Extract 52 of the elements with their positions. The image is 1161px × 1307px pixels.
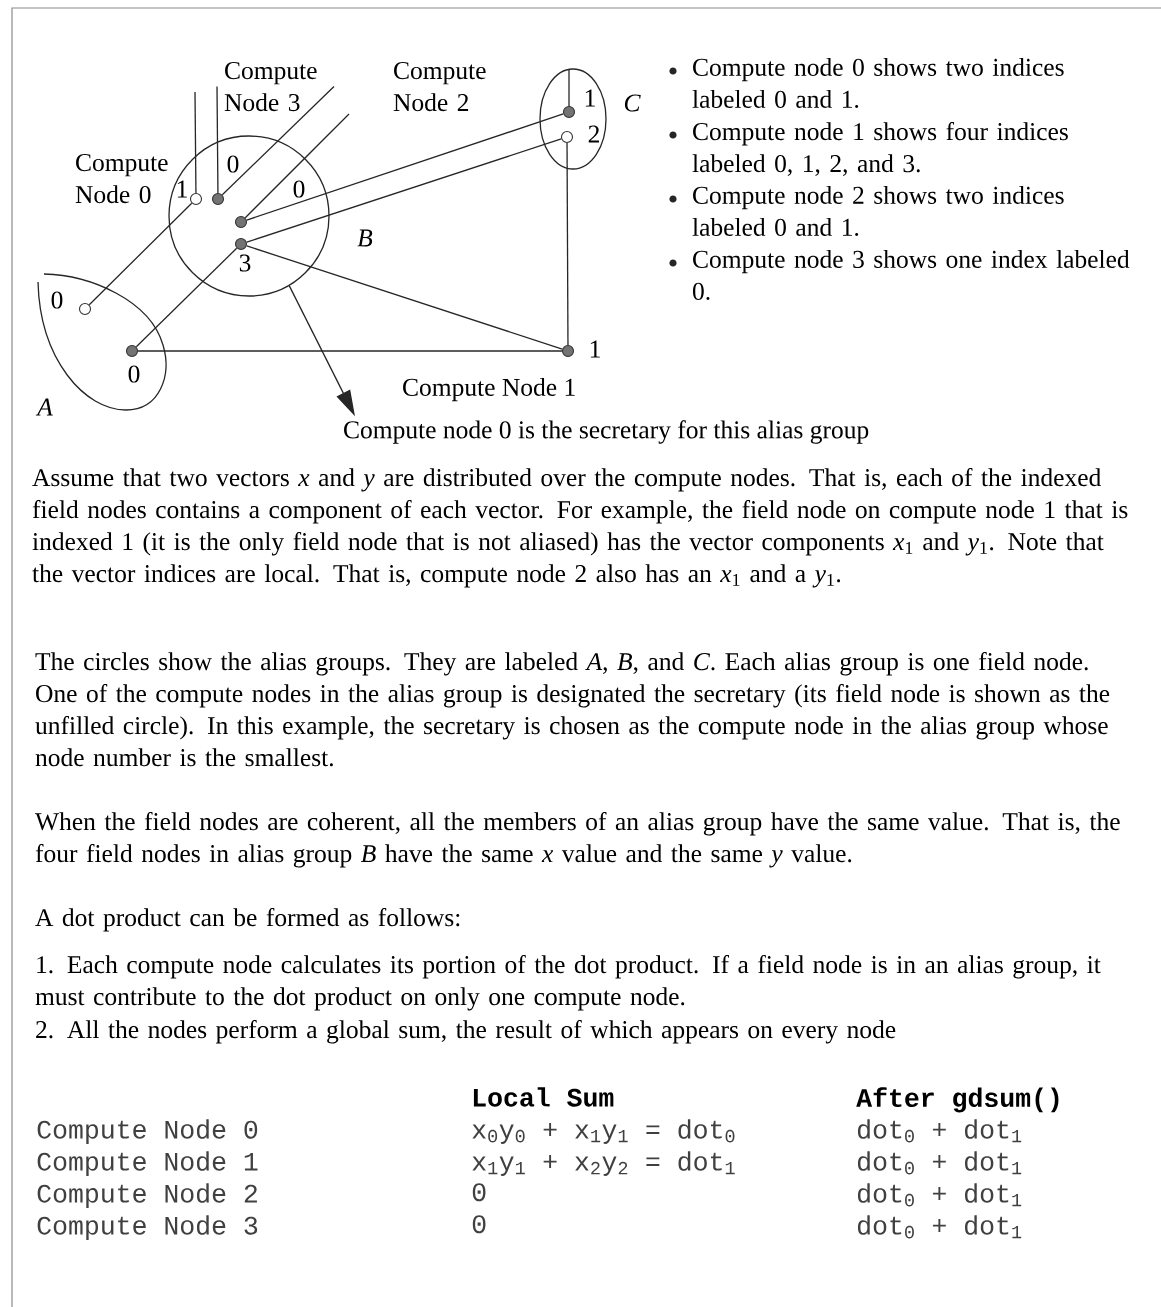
column-header: Local Sum <box>473 1087 614 1107</box>
list-item: 1. Each compute node calculates its portion of the dot product. If a field node is in an alias group, it must contribute to the dot product on only one compute node. <box>35 955 1101 1011</box>
table-text: Compute Node 2 <box>37 1183 257 1208</box>
diagram-label: Compute Node 3 <box>224 62 317 112</box>
table-text: Compute Node 3 <box>37 1215 258 1240</box>
paragraph: Assume that two vectors x and y are distributed over the compute nodes. That is, each of the indexed field nodes contains a component of each vector. For example, the field node on compute node 1 that is indexed 1 (it is the only field node that is not aliased) has the vector components x$_{1}$ and y$_{1}$. Note that the vector indices are local. That is, compute node 2 also has an x$_{1}$ and a y$_{1}$. <box>32 468 1128 588</box>
index-label: 0 <box>128 365 140 383</box>
node-label: B <box>357 229 373 247</box>
index-label: 2 <box>588 125 599 143</box>
paragraph: When the field nodes are coherent, all the members of an alias group have the same value. That is, the four field nodes in alias group B have the same x value and the same y value. <box>35 812 1120 868</box>
connector-line <box>246 113 564 221</box>
connector-line <box>244 113 350 219</box>
diagram-label: Compute Node 0 <box>75 154 168 204</box>
index-label: 0 <box>227 155 239 173</box>
connector-line <box>137 350 563 352</box>
table-text: x$_{1}$y$_{1}$ + x$_{2}$y$_{2}$ = dot$_{1}$ <box>472 1151 735 1176</box>
caption-text: Compute node 0 is the secretary for this alias group <box>344 420 869 444</box>
connector-line <box>88 202 193 306</box>
diagram-label: Compute Node 2 <box>393 62 486 112</box>
table-text: dot$_{0}$ + dot$_{1}$ <box>858 1183 1022 1207</box>
connector-line <box>246 245 563 350</box>
index-label: 0 <box>51 291 63 309</box>
connector-line <box>135 247 238 348</box>
column-header: After gdsum() <box>856 1087 1059 1113</box>
diagram-label: Compute Node 1 <box>403 378 575 402</box>
table-text: dot$_{0}$ + dot$_{1}$ <box>858 1151 1022 1175</box>
index-label: 1 <box>590 340 600 358</box>
table-text: dot$_{0}$ + dot$_{1}$ <box>858 1119 1022 1143</box>
table-text: dot$_{0}$ + dot$_{1}$ <box>858 1215 1022 1239</box>
bullet-item: Compute node 0 shows two indices labeled 0 and 1. <box>669 58 1064 109</box>
table-text: x$_{0}$y$_{0}$ + x$_{1}$y$_{1}$ = dot$_{0}$ <box>472 1119 735 1144</box>
paragraph: A dot product can be formed as follows: <box>35 908 460 932</box>
connector-line <box>194 91 197 194</box>
table-text: 0 <box>472 1215 486 1234</box>
connector-line <box>568 68 570 107</box>
connector-line <box>566 142 569 346</box>
index-label: 1 <box>585 89 595 107</box>
connector-line <box>221 85 335 196</box>
node-label: C <box>624 94 641 112</box>
connector-line <box>216 85 219 194</box>
table-text: 0 <box>472 1183 486 1202</box>
bullet-item: Compute node 2 shows two indices labeled 0 and 1. <box>669 186 1064 237</box>
index-label: 3 <box>239 254 251 272</box>
bullet-item: Compute node 3 shows one index labeled 0. <box>669 250 1130 301</box>
bullet-item: Compute node 1 shows four indices labeled 0, 1, 2, and 3. <box>669 122 1068 176</box>
paragraph: The circles show the alias groups. They are labeled A, B, and C. Each alias group is one field node. One of the compute nodes in the alias group is designated the secretary (its field node is shown as the unfilled circle). In this example, the secretary is chosen as the compute node in the alias group whose node number is the smallest. <box>35 652 1110 767</box>
index-label: 0 <box>293 180 305 198</box>
table-text: Compute Node 0 <box>37 1119 258 1144</box>
table-text: Compute Node 1 <box>37 1151 258 1176</box>
list-item: 2. All the nodes perform a global sum, the result of which appears on every node <box>36 1020 896 1044</box>
index-label: 1 <box>177 180 187 198</box>
connector-line <box>246 138 562 243</box>
